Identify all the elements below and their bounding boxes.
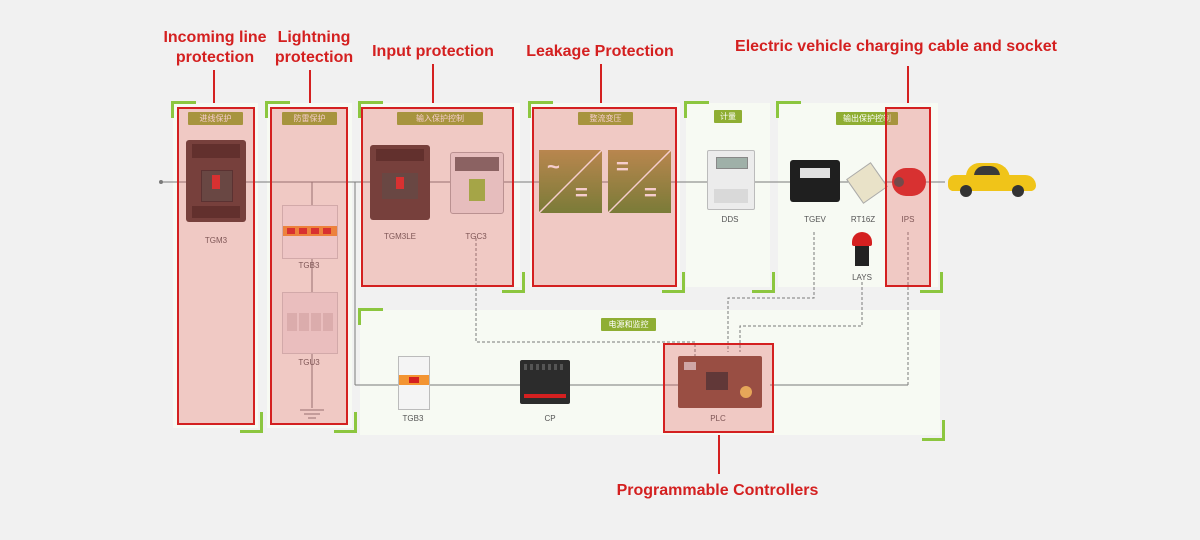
label-plc: PLC (710, 414, 726, 423)
leader-incoming (213, 70, 215, 108)
ac-symbol: ~ (547, 154, 560, 179)
rectifier-dc-dc-icon: = = (608, 150, 671, 213)
label-tgm3le: TGM3LE (383, 232, 416, 241)
electric-vehicle-car-icon (948, 163, 1038, 197)
plc-board-image (678, 356, 762, 408)
leader-leakage (600, 64, 602, 108)
tgu3-surge-protector-image (282, 292, 338, 354)
tgm3-breaker-image (186, 140, 246, 222)
callout-leakage-protection: Leakage Protection (526, 43, 674, 60)
label-dds: DDS (721, 215, 739, 224)
highlight-incoming-line-protection (177, 107, 255, 425)
label-tgev: TGEV (804, 215, 826, 224)
ips-socket-image (892, 168, 926, 196)
tag-output: 输出保护控制 (836, 112, 898, 125)
dc-symbol-2: = (616, 154, 629, 179)
highlight-input-protection (361, 107, 514, 287)
panel-lightning (267, 103, 352, 428)
label-tgb3-bottom: TGB3 (402, 414, 424, 423)
tgm3le-breaker-image (370, 145, 430, 220)
tgb3-breaker-image (282, 205, 338, 259)
tgev-relay-image (790, 160, 840, 202)
tag-leakage: 整流变压 (578, 112, 633, 125)
callout-input-protection: Input protection (372, 43, 494, 60)
callout-incoming-line2: protection (175, 49, 255, 66)
label-tgm3: TGM3 (204, 236, 228, 245)
highlight-programmable-controllers (663, 343, 774, 433)
callout-incoming-line1: Incoming line (163, 29, 267, 46)
tag-incoming: 进线保护 (188, 112, 243, 125)
callout-lightning-line1: Lightning (277, 29, 351, 46)
highlight-leakage-protection (532, 107, 677, 287)
label-tgb3-top: TGB3 (298, 261, 320, 270)
highlight-lightning-protection (270, 107, 348, 425)
tag-power-monitor: 电源和监控 (601, 318, 656, 331)
lays-emergency-button-image (852, 232, 872, 246)
tgc3-contactor-image (450, 152, 504, 214)
label-tgc3: TGC3 (465, 232, 487, 241)
leader-ev (907, 66, 909, 108)
rectifier-ac-dc-icon: ~ = (539, 150, 602, 213)
tag-metering: 计量 (714, 110, 742, 123)
leader-input (432, 64, 434, 108)
highlight-ev-charging (885, 107, 931, 287)
tag-input: 输入保护控制 (397, 112, 483, 125)
tgb3-bottom-breaker-image (398, 356, 430, 410)
cp-power-supply-image (520, 360, 570, 404)
label-rt16z: RT16Z (850, 215, 876, 224)
callout-lightning-protection: Lightning protection (264, 28, 364, 68)
label-cp: CP (544, 414, 556, 423)
dds-meter-image (707, 150, 755, 210)
callout-programmable-controllers: Programmable Controllers (616, 482, 819, 499)
callout-ev-charging: Electric vehicle charging cable and sock… (735, 38, 1057, 55)
callout-lightning-line2: protection (274, 49, 354, 66)
dc-symbol-3: = (644, 180, 657, 205)
leader-lightning (309, 70, 311, 108)
callout-incoming-line-protection: Incoming line protection (150, 28, 280, 68)
dc-symbol-1: = (575, 180, 588, 205)
leader-plc (718, 432, 720, 474)
label-ips: IPS (901, 215, 915, 224)
label-tgu3: TGU3 (298, 358, 320, 367)
label-lays: LAYS (852, 273, 872, 282)
tag-lightning: 防雷保护 (282, 112, 337, 125)
